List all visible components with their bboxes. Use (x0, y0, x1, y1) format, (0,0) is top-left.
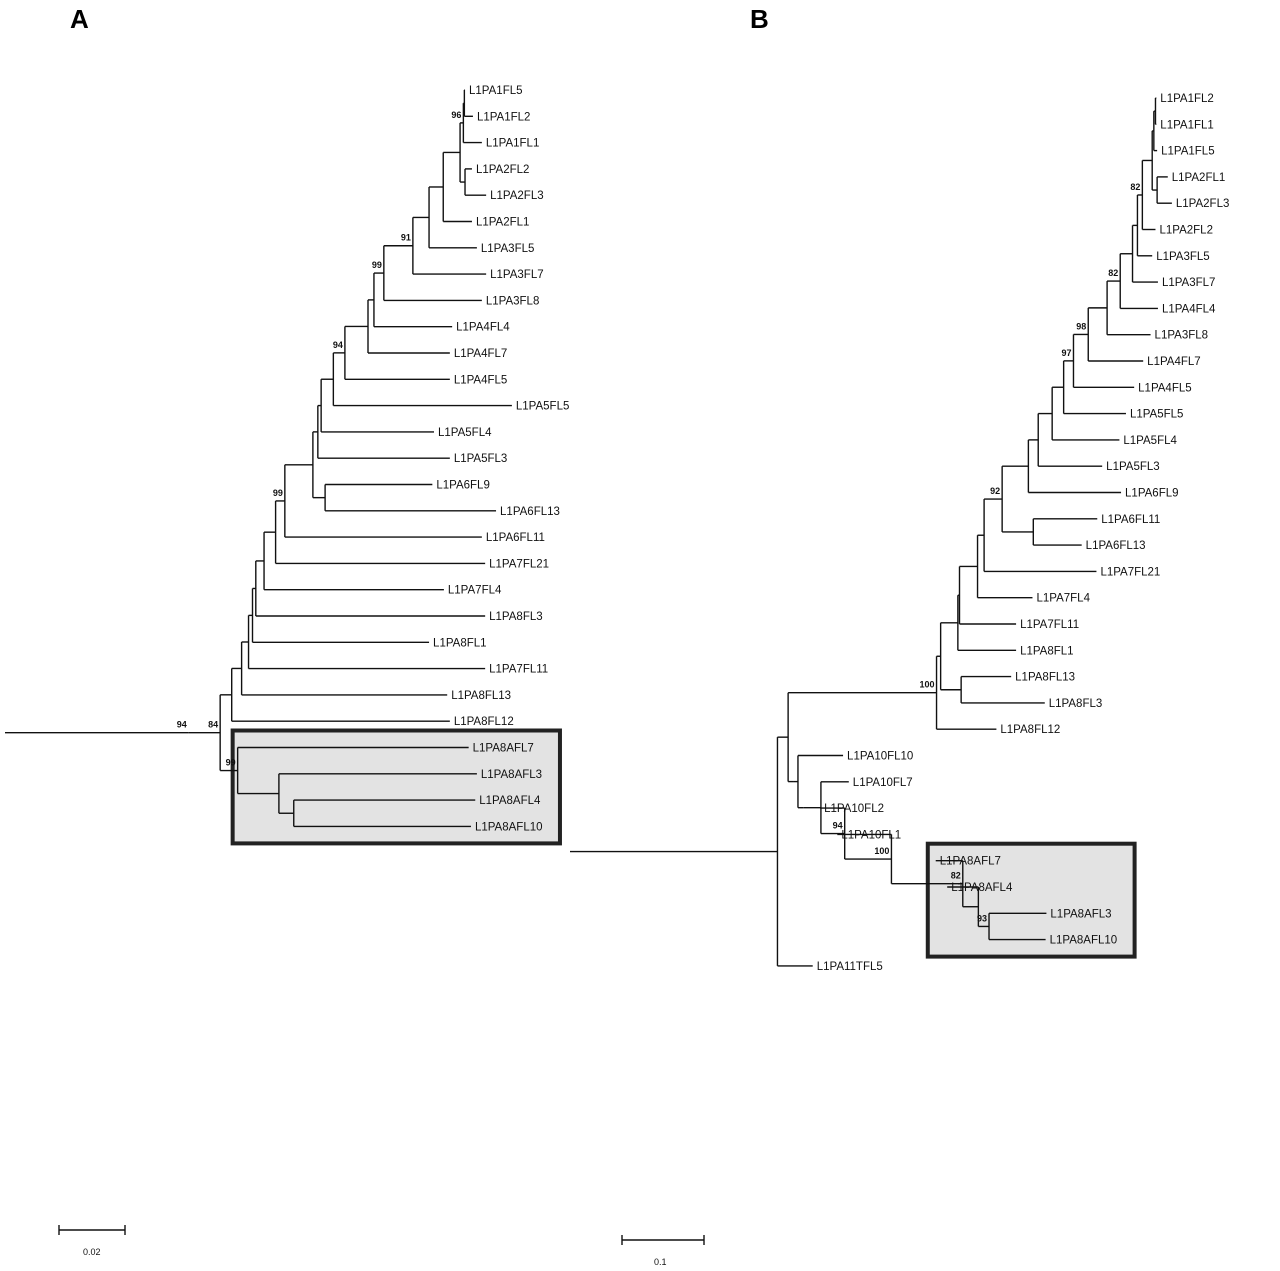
tip-label: L1PA2FL1 (476, 217, 530, 229)
tip-label: L1PA8FL13 (1015, 672, 1075, 684)
tip-label: L1PA8AFL3 (481, 769, 542, 781)
tip-label: L1PA7FL4 (448, 585, 502, 597)
tip-label: L1PA6FL9 (1125, 488, 1179, 500)
bootstrap-value: 84 (208, 720, 218, 730)
tip-label: L1PA2FL3 (1176, 198, 1230, 210)
tip-label: L1PA2FL1 (1172, 172, 1226, 184)
bootstrap-value: 97 (1061, 348, 1071, 358)
tip-label: L1PA8FL12 (454, 716, 514, 728)
bootstrap-value: 99 (273, 488, 283, 498)
tip-label: L1PA4FL5 (454, 374, 508, 386)
tip-label: L1PA10FL10 (847, 751, 913, 763)
tip-label: L1PA7FL21 (1100, 566, 1160, 578)
tip-label: L1PA7FL11 (489, 664, 548, 676)
tip-label: L1PA5FL4 (1123, 435, 1177, 447)
bootstrap-value: 99 (226, 758, 236, 768)
bootstrap-value: 96 (451, 110, 461, 120)
bootstrap-value: 94 (333, 340, 343, 350)
tip-label: L1PA7FL11 (1020, 619, 1079, 631)
tip-label: L1PA6FL13 (1086, 540, 1146, 552)
tip-label: L1PA8AFL4 (479, 795, 541, 807)
tip-label: L1PA3FL5 (481, 243, 535, 255)
tip-label: L1PA3FL8 (1155, 330, 1209, 342)
tip-label: L1PA8FL1 (433, 637, 487, 649)
tree-panel-a: 94 84 99 94 99 91 96 L1PA1FL5L1PA1FL2L1PA1FL1L1… (5, 85, 569, 1257)
bootstrap-value: 100 (920, 680, 935, 690)
tip-label: L1PA4FL4 (456, 322, 510, 334)
tip-label: L1PA8FL12 (1000, 724, 1060, 736)
tip-label: L1PA3FL5 (1156, 251, 1210, 263)
tip-label: L1PA2FL3 (490, 190, 544, 202)
tip-label: L1PA6FL11 (1101, 514, 1160, 526)
tree-panel-b: 100 92 97 98 82 82 L1PA1FL2L1PA1FL1L1PA1FL5L1P… (570, 93, 1229, 1267)
bootstrap-value: 82 (1130, 182, 1140, 192)
tip-label: L1PA8FL1 (1020, 645, 1074, 657)
tip-label: L1PA5FL3 (454, 453, 508, 465)
panel-b-label: B (750, 4, 769, 34)
bootstrap-value: 99 (372, 260, 382, 270)
tip-label: L1PA8AFL4 (951, 882, 1013, 894)
tip-label: L1PA4FL7 (454, 348, 508, 360)
bootstrap-value: 98 (1076, 321, 1086, 331)
bootstrap-value: 93 (977, 913, 987, 923)
tip-label: L1PA8FL3 (489, 611, 543, 623)
tip-label: L1PA3FL8 (486, 295, 539, 307)
bootstrap-value: 92 (990, 486, 1000, 496)
tip-label: L1PA8AFL3 (1050, 908, 1111, 920)
tip-label: L1PA1FL5 (1161, 146, 1215, 158)
tip-label: L1PA1FL1 (486, 138, 539, 150)
tip-label: L1PA6FL9 (436, 480, 490, 492)
tip-label: L1PA5FL3 (1106, 461, 1160, 473)
bootstrap-value: 82 (1108, 268, 1118, 278)
tip-label: L1PA5FL5 (1130, 409, 1184, 421)
scale-bar-label: 0.1 (654, 1257, 667, 1267)
tip-label: L1PA6FL11 (486, 532, 545, 544)
bootstrap-value: 91 (401, 233, 411, 243)
tip-label: L1PA7FL4 (1036, 593, 1090, 605)
tip-label: L1PA1FL1 (1160, 119, 1214, 131)
tip-label: L1PA3FL7 (1162, 277, 1216, 289)
bootstrap-value: 94 (833, 821, 843, 831)
tip-label: L1PA8AFL7 (473, 743, 534, 755)
tip-label: L1PA2FL2 (476, 164, 530, 176)
panel-a-label: A (70, 4, 89, 34)
tip-label: L1PA10FL7 (853, 777, 913, 789)
tip-label: L1PA8AFL10 (475, 821, 543, 833)
tip-label: L1PA3FL7 (490, 269, 544, 281)
tip-label: L1PA8FL13 (451, 690, 511, 702)
tip-label: L1PA8AFL7 (940, 856, 1001, 868)
tip-label: L1PA8AFL10 (1050, 935, 1118, 947)
tip-label: L1PA4FL7 (1147, 356, 1201, 368)
bootstrap-value: 82 (951, 871, 961, 881)
tip-label: L1PA1FL5 (469, 85, 523, 97)
bootstrap-value: 94 (177, 720, 187, 730)
highlighted-clade-box (230, 728, 562, 846)
scale-bar-label: 0.02 (83, 1247, 101, 1257)
tip-label: L1PA8FL3 (1049, 698, 1103, 710)
tip-label: L1PA10FL2 (824, 803, 884, 815)
bootstrap-value: 100 (874, 846, 889, 856)
tip-label: L1PA1FL2 (477, 111, 531, 123)
tip-label: L1PA6FL13 (500, 506, 560, 518)
tip-label: L1PA10FL1 (841, 829, 901, 841)
tip-label: L1PA5FL4 (438, 427, 492, 439)
tip-label: L1PA4FL4 (1162, 303, 1216, 315)
tip-label: L1PA11TFL5 (817, 961, 883, 973)
tip-label: L1PA5FL5 (516, 401, 570, 413)
tip-label: L1PA2FL2 (1159, 225, 1213, 237)
tip-label: L1PA1FL2 (1160, 93, 1214, 105)
tip-label: L1PA7FL21 (489, 558, 549, 570)
tip-label: L1PA4FL5 (1138, 382, 1192, 394)
